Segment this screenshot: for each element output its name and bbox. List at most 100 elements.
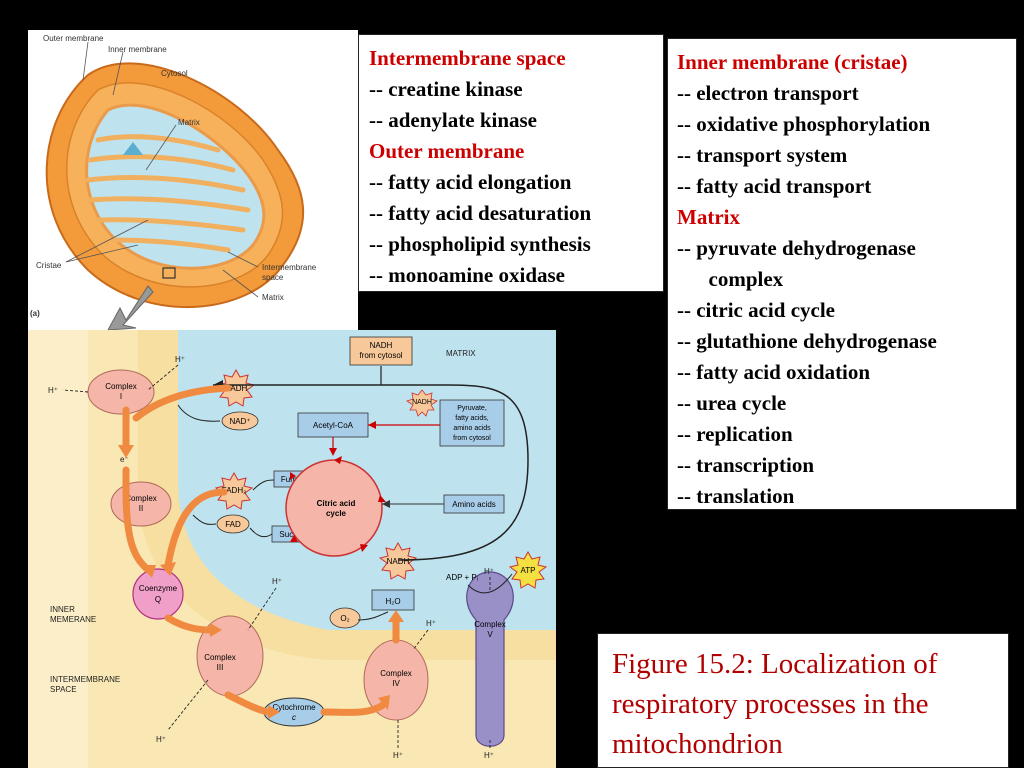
item-translation: -- translation: [677, 484, 795, 508]
water-box: [371, 589, 415, 611]
complex-iv-label-2: IV: [392, 679, 400, 688]
item-transcription: -- transcription: [677, 453, 815, 477]
complex-iv-label-1: Complex: [380, 669, 412, 678]
complex-iii-label-1: Complex: [204, 653, 236, 662]
pyruvate-box: [439, 399, 505, 447]
label-ims-2: SPACE: [50, 685, 77, 694]
item-fatty-acid-desaturation: -- fatty acid desaturation: [369, 201, 592, 225]
oxygen-label: O₂: [340, 614, 349, 623]
label-cytosol: Cytosol: [161, 69, 188, 78]
complex-i-label-1: Complex: [105, 382, 137, 391]
label-inner-membrane-1: INNER: [50, 605, 75, 614]
pyruvate-label-1: Pyruvate,: [457, 405, 487, 412]
h-plus-6: H⁺: [393, 751, 403, 760]
complex-v: [466, 571, 514, 747]
label-cristae: Cristae: [36, 261, 62, 270]
complex-iii-label-2: III: [217, 663, 224, 672]
fadh2-starburst: [214, 471, 254, 510]
nadh-from-cytosol-2: from cytosol: [359, 351, 402, 360]
nadh-starburst: [216, 368, 256, 407]
acetyl-coa-box: [297, 412, 369, 438]
nad-plus: [221, 411, 259, 431]
label-outer-membrane: Outer membrane: [43, 34, 104, 43]
fadh2-label: FADH₂: [222, 486, 246, 495]
item-pyruvate-dehydrogenase: -- pyruvate dehydrogenase: [677, 236, 916, 260]
caption-line-3: mitochondrion: [612, 728, 783, 760]
atp-starburst: [508, 550, 548, 589]
atp-label: ATP: [521, 566, 536, 575]
item-fatty-acid-oxidation: -- fatty acid oxidation: [677, 360, 871, 384]
h-plus-5: H⁺: [426, 619, 436, 628]
item-oxidative-phosphorylation: -- oxidative phosphorylation: [677, 112, 931, 136]
h-plus-1: H⁺: [175, 355, 185, 364]
nadh-small-label: NADH: [412, 399, 432, 406]
intermembrane-outer-panel: Intermembrane space -- creatine kinase -…: [358, 34, 664, 292]
item-electron-transport: -- electron transport: [677, 81, 859, 105]
nadh-small-starburst: [406, 389, 438, 417]
flow-nadh-to-complex-i: [132, 384, 232, 422]
label-inner-membrane-2: MEMERANE: [50, 615, 96, 624]
pyruvate-label-2: fatty acids,: [455, 415, 489, 422]
h-plus-4: H⁺: [156, 735, 166, 744]
item-pyruvate-dehydrogenase-complex: complex: [677, 267, 784, 291]
complex-i-label-2: I: [120, 392, 122, 401]
item-creatine-kinase: -- creatine kinase: [369, 77, 523, 101]
nadh-from-cytosol-box: [349, 336, 413, 366]
pyruvate-label-4: from cytosol: [453, 435, 491, 442]
label-inner-membrane: Inner membrane: [108, 45, 167, 54]
item-glutathione-dehydrogenase: -- glutathione dehydrogenase: [677, 329, 937, 353]
h-plus-7: H⁺: [484, 567, 494, 576]
heading-intermembrane-space: Intermembrane space: [369, 46, 566, 70]
complex-v-label-1: Complex: [474, 620, 506, 629]
water-label: H₂O: [385, 597, 400, 606]
nad-plus-label: NAD⁺: [229, 417, 250, 426]
heading-matrix: Matrix: [677, 205, 740, 229]
heading-inner-membrane: Inner membrane (cristae): [677, 50, 908, 74]
item-fatty-acid-transport: -- fatty acid transport: [677, 174, 872, 198]
item-transport-system: -- transport system: [677, 143, 848, 167]
nadh-bottom-label: NADH: [387, 557, 410, 566]
e-minus-label: e⁻: [120, 455, 129, 464]
item-replication: -- replication: [677, 422, 793, 446]
nadh-label: NADH: [225, 384, 248, 393]
complex-ii-label-2: II: [139, 504, 143, 513]
coenzyme-q: [132, 568, 184, 620]
fad-label: FAD: [225, 520, 241, 529]
heading-outer-membrane: Outer membrane: [369, 139, 525, 163]
item-monoamine-oxidase: -- monoamine oxidase: [369, 263, 565, 287]
h-plus-3: H⁺: [272, 577, 282, 586]
h-plus-8: H⁺: [484, 751, 494, 760]
amino-acids-label: Amino acids: [452, 500, 496, 509]
caption-line-1: Figure 15.2: Localization of: [612, 648, 938, 680]
item-fatty-acid-elongation: -- fatty acid elongation: [369, 170, 572, 194]
adp-label: ADP + Pᵢ: [446, 573, 478, 582]
acetyl-coa-label: Acetyl-CoA: [313, 421, 354, 430]
cac-label-2: cycle: [326, 509, 347, 518]
caption-line-2: respiratory processes in the: [612, 688, 929, 720]
electron-transport-diagram: INNER MEMERANE INTERMEMBRANE SPACE MATRI…: [28, 330, 556, 768]
item-citric-acid-cycle: -- citric acid cycle: [677, 298, 835, 322]
nadh-from-cytosol-1: NADH: [370, 341, 393, 350]
label-panel-a: (a): [30, 309, 40, 318]
oxygen: [329, 607, 361, 629]
pyruvate-label-3: amino acids: [453, 425, 491, 432]
cytochrome-label-1: Cytochrome: [272, 703, 316, 712]
h-plus-2: H⁺: [48, 386, 58, 395]
label-ims-1: INTERMEMBRANE: [50, 675, 120, 684]
inner-membrane-matrix-panel: Inner membrane (cristae) -- electron tra…: [667, 38, 1017, 510]
coenzyme-q-label-2: Q: [155, 595, 161, 604]
fad: [216, 514, 250, 534]
mitochondrion-illustration: Outer membrane Inner membrane Cytosol Ma…: [28, 30, 358, 330]
label-matrix: Matrix: [178, 118, 200, 127]
item-adenylate-kinase: -- adenylate kinase: [369, 108, 537, 132]
cytochrome-label-2: c: [292, 713, 296, 722]
nadh-return-arrow: [213, 384, 529, 561]
citric-acid-cycle: [285, 459, 383, 557]
complex-v-label-2: V: [487, 630, 493, 639]
label-intermembrane-2: space: [262, 273, 284, 282]
label-intermembrane-1: Intermembrane: [262, 263, 317, 272]
label-matrix-bottom: Matrix: [262, 293, 284, 302]
nadh-bottom-starburst: [378, 541, 418, 580]
figure-caption: Figure 15.2: Localization of respiratory…: [597, 633, 1009, 768]
cac-label-1: Citric acid: [317, 499, 356, 508]
